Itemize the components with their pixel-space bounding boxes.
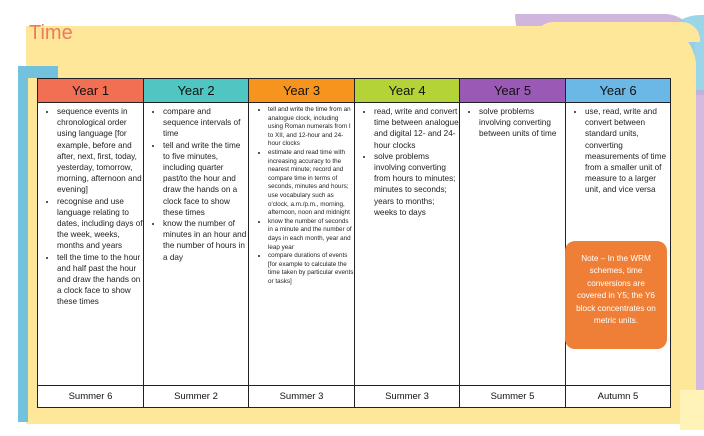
objective-item: compare and sequence intervals of time: [163, 106, 248, 140]
objective-item: know the number of minutes in an hour an…: [163, 218, 248, 263]
year-header: Year 6: [565, 78, 671, 103]
term-cell: Summer 5: [459, 384, 566, 409]
objective-item: read, write and convert time between ana…: [374, 106, 459, 151]
objective-item: compare durations of events [for example…: [268, 252, 354, 286]
objectives-cell: read, write and convert time between ana…: [354, 102, 460, 386]
objectives-cell: tell and write the time from an analogue…: [248, 102, 355, 386]
objectives-row: sequence events in chronological order u…: [37, 102, 671, 386]
term-cell: Summer 3: [354, 384, 460, 409]
background-decoration: [18, 66, 58, 78]
year-header-row: Year 1 Year 2 Year 3 Year 4 Year 5 Year …: [37, 78, 671, 103]
background-decoration: [18, 66, 28, 422]
objective-item: tell and write the time from an analogue…: [268, 106, 354, 149]
year-header: Year 2: [143, 78, 249, 103]
term-cell: Autumn 5: [565, 384, 671, 409]
objectives-cell: sequence events in chronological order u…: [37, 102, 144, 386]
objective-item: tell the time to the hour and half past …: [57, 252, 143, 308]
note-callout: Note – In the WRM schemes, time conversi…: [565, 241, 667, 349]
curriculum-table: Year 1 Year 2 Year 3 Year 4 Year 5 Year …: [37, 78, 671, 409]
year-header: Year 4: [354, 78, 460, 103]
objective-item: sequence events in chronological order u…: [57, 106, 143, 196]
term-cell: Summer 6: [37, 384, 144, 409]
objective-item: tell and write the time to five minutes,…: [163, 140, 248, 218]
page-title: Time: [29, 22, 73, 44]
year-header: Year 1: [37, 78, 144, 103]
term-cell: Summer 3: [248, 384, 355, 409]
objective-item: recognise and use language relating to d…: [57, 196, 143, 252]
term-cell: Summer 2: [143, 384, 249, 409]
objective-item: estimate and read time with increasing a…: [268, 149, 354, 218]
term-row: Summer 6 Summer 2 Summer 3 Summer 3 Summ…: [37, 384, 671, 409]
objective-item: know the number of seconds in a minute a…: [268, 218, 354, 252]
background-decoration: [680, 390, 704, 430]
objectives-cell: solve problems involving converting betw…: [459, 102, 566, 386]
objective-item: solve problems involving converting from…: [374, 151, 459, 218]
year-header: Year 3: [248, 78, 355, 103]
objectives-cell: compare and sequence intervals of time t…: [143, 102, 249, 386]
objective-item: solve problems involving converting betw…: [479, 106, 565, 140]
year-header: Year 5: [459, 78, 566, 103]
objective-item: use, read, write and convert between sta…: [585, 106, 670, 196]
